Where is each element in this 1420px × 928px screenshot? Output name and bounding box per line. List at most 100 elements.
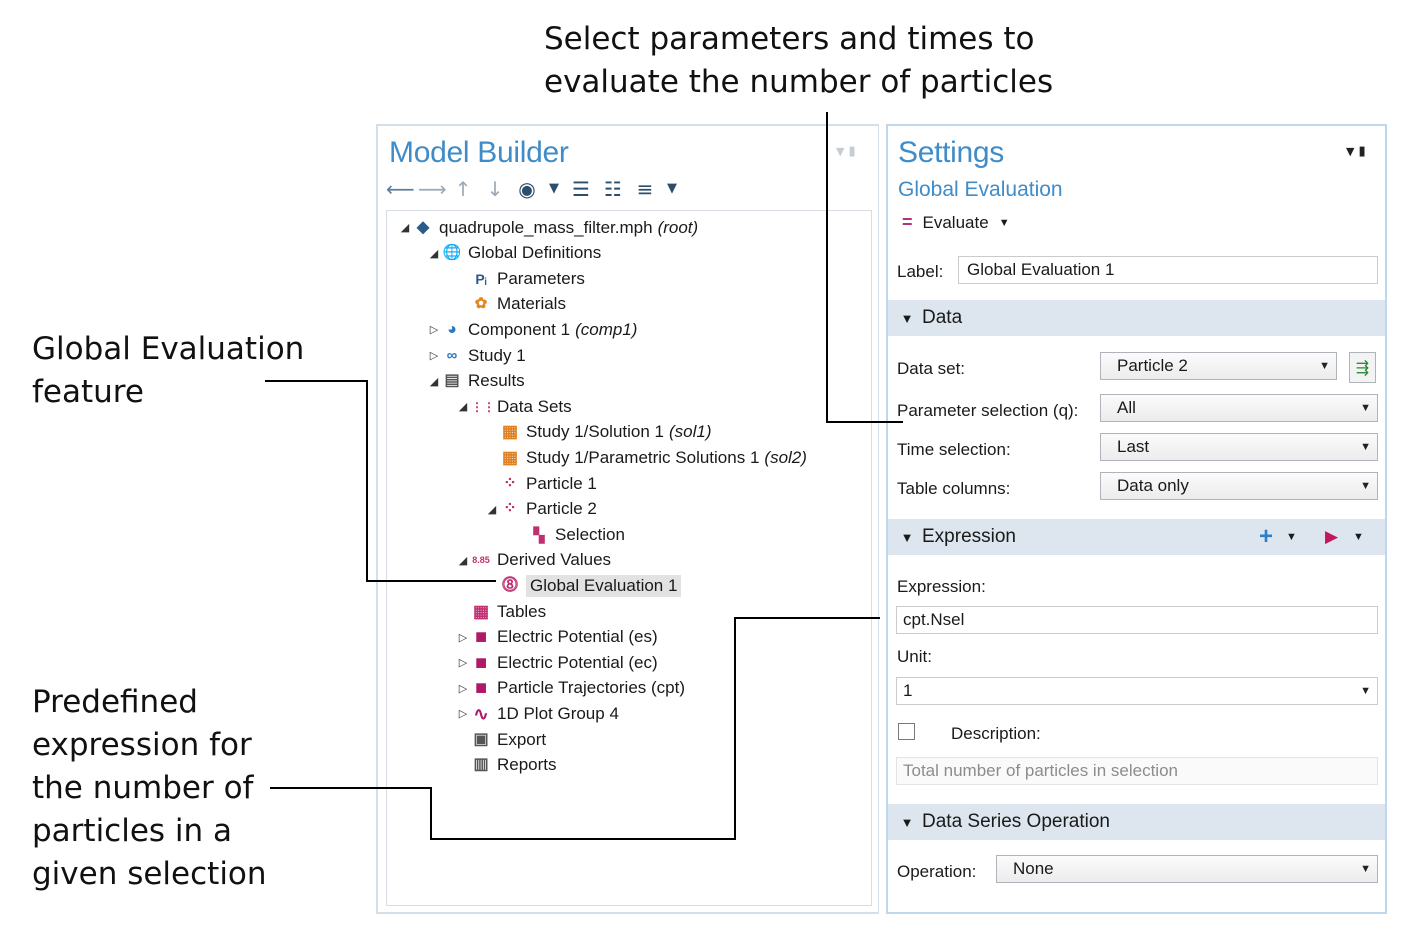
table-columns-combo[interactable]: Data only ▼ xyxy=(1100,472,1378,500)
model-builder-window-controls: ▼ ▮ xyxy=(836,144,856,159)
tree-node[interactable]: ▷■Electric Potential (es) xyxy=(455,625,658,650)
collapse-triangle-icon: ▼ xyxy=(900,530,914,545)
leader-line xyxy=(734,618,736,840)
go-to-source-icon[interactable]: ⇶ xyxy=(1349,352,1376,383)
tree-node[interactable]: ▷∿1D Plot Group 4 xyxy=(455,701,619,726)
tree-node[interactable]: ◢⁘Particle 2 xyxy=(484,497,597,522)
solution-icon: ▦ xyxy=(501,447,519,467)
back-arrow-icon[interactable]: ⟵ xyxy=(386,177,415,201)
tree-node[interactable]: ▦Tables xyxy=(455,599,546,624)
expression-field[interactable]: cpt.Nsel xyxy=(896,606,1378,634)
chevron-down-icon[interactable]: ▼ xyxy=(1353,531,1364,543)
leader-line xyxy=(826,421,903,423)
operation-combo[interactable]: None ▼ xyxy=(996,855,1378,883)
tree-node[interactable]: ▥Reports xyxy=(455,753,556,778)
description-checkbox[interactable] xyxy=(898,723,915,740)
tree-node[interactable]: ▦Study 1/Parametric Solutions 1(sol2) xyxy=(484,445,807,470)
settings-title: Settings xyxy=(898,136,1004,169)
collapsed-triangle-icon[interactable]: ▷ xyxy=(458,631,468,644)
tree-node-label: 1D Plot Group 4 xyxy=(497,703,619,723)
expand-triangle-icon[interactable]: ◢ xyxy=(458,401,468,414)
parameter-selection-caption: Parameter selection (q): xyxy=(897,401,1079,420)
section-data[interactable]: ▼Data xyxy=(888,300,1385,336)
add-expression-icon[interactable]: + xyxy=(1259,523,1274,550)
label-field[interactable]: Global Evaluation 1 xyxy=(958,256,1378,284)
tree-node[interactable]: ◢🌐Global Definitions xyxy=(426,241,601,266)
data-set-value: Particle 2 xyxy=(1117,356,1188,375)
tree-node-tag: (root) xyxy=(657,217,699,237)
data-set-combo[interactable]: Particle 2 ▼ xyxy=(1100,352,1337,380)
move-up-icon[interactable]: ↑ xyxy=(454,177,472,201)
show-icon[interactable]: ◉ xyxy=(518,177,536,201)
derived-values-icon: 8.85 xyxy=(472,555,490,566)
evaluate-icon: = xyxy=(902,212,913,232)
chevron-down-icon: ▼ xyxy=(998,216,1010,229)
tree-options-dropdown-icon[interactable]: ▼ xyxy=(667,181,677,196)
collapsed-triangle-icon[interactable]: ▷ xyxy=(429,324,439,337)
tree-node-label: Study 1 xyxy=(468,345,526,365)
expand-triangle-icon[interactable]: ◢ xyxy=(429,247,439,260)
expand-triangle-icon[interactable]: ◢ xyxy=(400,222,410,234)
tree-node[interactable]: ✿Materials xyxy=(455,292,566,317)
forward-arrow-icon[interactable]: ⟶ xyxy=(418,177,447,201)
show-dropdown-icon[interactable]: ▼ xyxy=(549,181,559,196)
pin-icon[interactable]: ▮ xyxy=(848,144,856,159)
expand-triangle-icon[interactable]: ◢ xyxy=(429,375,439,388)
leader-line xyxy=(430,787,432,839)
model-tree: ◢◆quadrupole_mass_filter.mph(root)◢🌐Glob… xyxy=(386,210,872,906)
model-builder-panel: Model Builder ▼ ▮ ⟵ ⟶ ↑ ↓ ◉ ▼ ☰ ☷ ≡ ▼ ◢◆… xyxy=(376,124,879,914)
tree-node[interactable]: ▷■Electric Potential (ec) xyxy=(455,650,658,675)
parameters-icon: Pᵢ xyxy=(475,270,487,287)
tree-node[interactable]: ◢ ▤ Results xyxy=(426,369,525,394)
plot-group-icon: ■ xyxy=(474,677,488,700)
time-selection-combo[interactable]: Last ▼ xyxy=(1100,433,1378,461)
tree-node[interactable]: ▷∞Study 1 xyxy=(426,343,526,368)
results-icon: ▤ xyxy=(444,372,460,390)
tree-node[interactable]: ▚Selection xyxy=(513,522,625,547)
parameter-selection-combo[interactable]: All ▼ xyxy=(1100,394,1378,422)
expand-all-icon[interactable]: ☷ xyxy=(604,177,622,201)
replace-expression-icon[interactable]: ▶ xyxy=(1325,527,1339,546)
settings-panel: Settings ▼ ▮ Global Evaluation = Evaluat… xyxy=(886,124,1387,914)
section-data-series-operation[interactable]: ▼Data Series Operation xyxy=(888,804,1385,840)
label-caption: Label: xyxy=(897,262,944,281)
expand-triangle-icon[interactable]: ◢ xyxy=(487,503,497,516)
tree-options-icon[interactable]: ≡ xyxy=(636,177,654,201)
tree-node[interactable]: ▷◕Component 1(comp1) xyxy=(426,317,638,342)
expression-caption: Expression: xyxy=(897,577,986,596)
collapse-all-icon[interactable]: ☰ xyxy=(572,177,590,201)
tree-node[interactable]: ⁘Particle 1 xyxy=(484,471,597,496)
collapsed-triangle-icon[interactable]: ▷ xyxy=(458,657,468,670)
pin-icon[interactable]: ▮ xyxy=(1358,144,1366,159)
tree-node-label: Component 1 xyxy=(468,319,571,339)
tree-node[interactable]: ▦Study 1/Solution 1(sol1) xyxy=(484,420,712,445)
section-data-label: Data xyxy=(922,307,963,328)
unit-value: 1 xyxy=(903,681,913,700)
tree-node[interactable]: ◢⋮⋮Data Sets xyxy=(455,394,572,419)
move-down-icon[interactable]: ↓ xyxy=(486,177,504,201)
tree-node-label: Study 1/Solution 1 xyxy=(526,422,664,442)
collapsed-triangle-icon[interactable]: ▷ xyxy=(458,682,468,695)
collapsed-triangle-icon[interactable]: ▷ xyxy=(429,350,439,362)
tree-node-label: Results xyxy=(468,371,525,391)
collapsed-triangle-icon[interactable]: ▷ xyxy=(458,708,468,721)
tree-node[interactable]: ◢◆quadrupole_mass_filter.mph(root) xyxy=(397,215,698,240)
operation-value: None xyxy=(1013,859,1054,878)
tree-node-tag: (sol2) xyxy=(764,447,807,467)
model-icon: ◆ xyxy=(416,218,430,236)
view-menu-icon[interactable]: ▼ xyxy=(836,145,845,158)
tree-node[interactable]: ▣Export xyxy=(455,727,546,752)
model-builder-toolbar: ⟵ ⟶ ↑ ↓ ◉ ▼ ☰ ☷ ≡ ▼ xyxy=(386,176,680,202)
expand-triangle-icon[interactable]: ◢ xyxy=(458,554,468,567)
tree-node[interactable]: ▷■Particle Trajectories (cpt) xyxy=(455,676,685,701)
unit-combo[interactable]: 1 ▼ xyxy=(896,677,1378,705)
evaluate-button[interactable]: = Evaluate ▼ xyxy=(902,212,1010,233)
leader-line xyxy=(366,580,496,582)
view-menu-icon[interactable]: ▼ xyxy=(1346,145,1355,158)
section-expression[interactable]: ▼Expression + ▼ ▶ ▼ xyxy=(888,519,1385,555)
parameter-selection-value: All xyxy=(1117,398,1136,417)
chevron-down-icon[interactable]: ▼ xyxy=(1286,531,1297,543)
